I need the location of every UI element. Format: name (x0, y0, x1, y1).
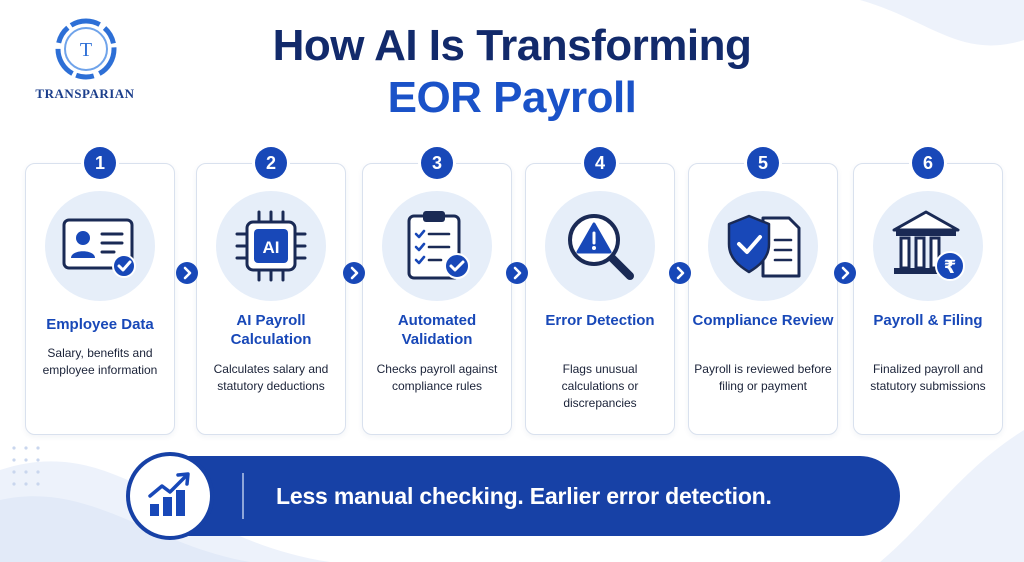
logo-letter: T (80, 39, 92, 61)
step-card-automated-validation: 3 Automated Validation Checks payroll ag… (362, 147, 512, 435)
flow-arrow-1 (176, 262, 198, 284)
icon-backdrop (545, 191, 655, 301)
title-line-2: EOR Payroll (387, 73, 637, 122)
id-card-check-icon (62, 218, 136, 278)
step-description: Checks payroll against compliance rules (376, 362, 498, 393)
page-title: How AI Is Transforming EOR Payroll (0, 20, 1024, 124)
icon-backdrop (45, 191, 155, 301)
icon-backdrop: AI (216, 191, 326, 301)
clipboard-check-icon (407, 211, 470, 280)
title-line-1: How AI Is Transforming (272, 21, 752, 70)
summary-banner: Less manual checking. Earlier error dete… (130, 456, 900, 536)
currency-symbol: ₹ (944, 257, 957, 278)
step-number-badge: 5 (747, 147, 779, 179)
banner-icon-circle (130, 456, 210, 536)
step-title: Employee Data (46, 316, 154, 333)
chevron-right-icon (183, 266, 192, 280)
step-number-badge: 1 (84, 147, 116, 179)
step-card-error-detection: 4 Error Detection Flags unusual calculat… (525, 147, 675, 435)
step-card-employee-data: 1 Employee Data Salary, benefits and emp… (25, 147, 175, 435)
step-title: Automated Validation (397, 312, 477, 348)
magnifier-warning-icon (568, 214, 634, 280)
step-title: AI Payroll Calculation (230, 312, 312, 348)
brand-logo[interactable]: T TRANSPARIAN (18, 12, 138, 102)
flow-arrow-4 (669, 262, 691, 284)
chip-label: AI (263, 238, 280, 257)
step-description: Finalized payroll and statutory submissi… (870, 362, 986, 393)
step-title: Compliance Review (692, 312, 834, 329)
ai-chip-icon: AI (235, 210, 307, 282)
logo-wordmark: TRANSPARIAN (35, 86, 135, 101)
shield-document-icon (727, 214, 801, 278)
chevron-right-icon (350, 266, 359, 280)
flow-arrow-2 (343, 262, 365, 284)
icon-backdrop: ₹ (873, 191, 983, 301)
step-description: Calculates salary and statutory deductio… (213, 362, 329, 393)
step-title: Error Detection (545, 312, 655, 329)
banner-divider (242, 473, 244, 519)
chevron-right-icon (841, 266, 850, 280)
bank-rupee-icon: ₹ (892, 210, 965, 281)
step-card-payroll-filing: 6 ₹ Payroll & Filing Finalized payroll a… (853, 147, 1003, 435)
logo-mark-icon: T (55, 18, 117, 80)
step-card-ai-payroll-calculation: 2 AI AI Payroll Calculation Calculates s… (196, 147, 346, 435)
step-number-badge: 6 (912, 147, 944, 179)
growth-chart-icon (148, 472, 190, 516)
step-number-badge: 4 (584, 147, 616, 179)
banner-text: Less manual checking. Earlier error dete… (276, 483, 772, 509)
flow-arrow-5 (834, 262, 856, 284)
step-number-badge: 3 (421, 147, 453, 179)
chevron-right-icon (513, 266, 522, 280)
step-number-badge: 2 (255, 147, 287, 179)
step-description: Salary, benefits and employee informatio… (42, 346, 158, 377)
icon-backdrop (708, 191, 818, 301)
chevron-right-icon (676, 266, 685, 280)
step-title: Payroll & Filing (873, 312, 983, 329)
flow-arrow-3 (506, 262, 528, 284)
step-description: Flags unusual calculations or discrepanc… (561, 362, 639, 410)
step-description: Payroll is reviewed before filing or pay… (694, 362, 832, 393)
step-card-compliance-review: 5 Compliance Review Payroll is reviewed … (688, 147, 838, 435)
icon-backdrop (382, 191, 492, 301)
